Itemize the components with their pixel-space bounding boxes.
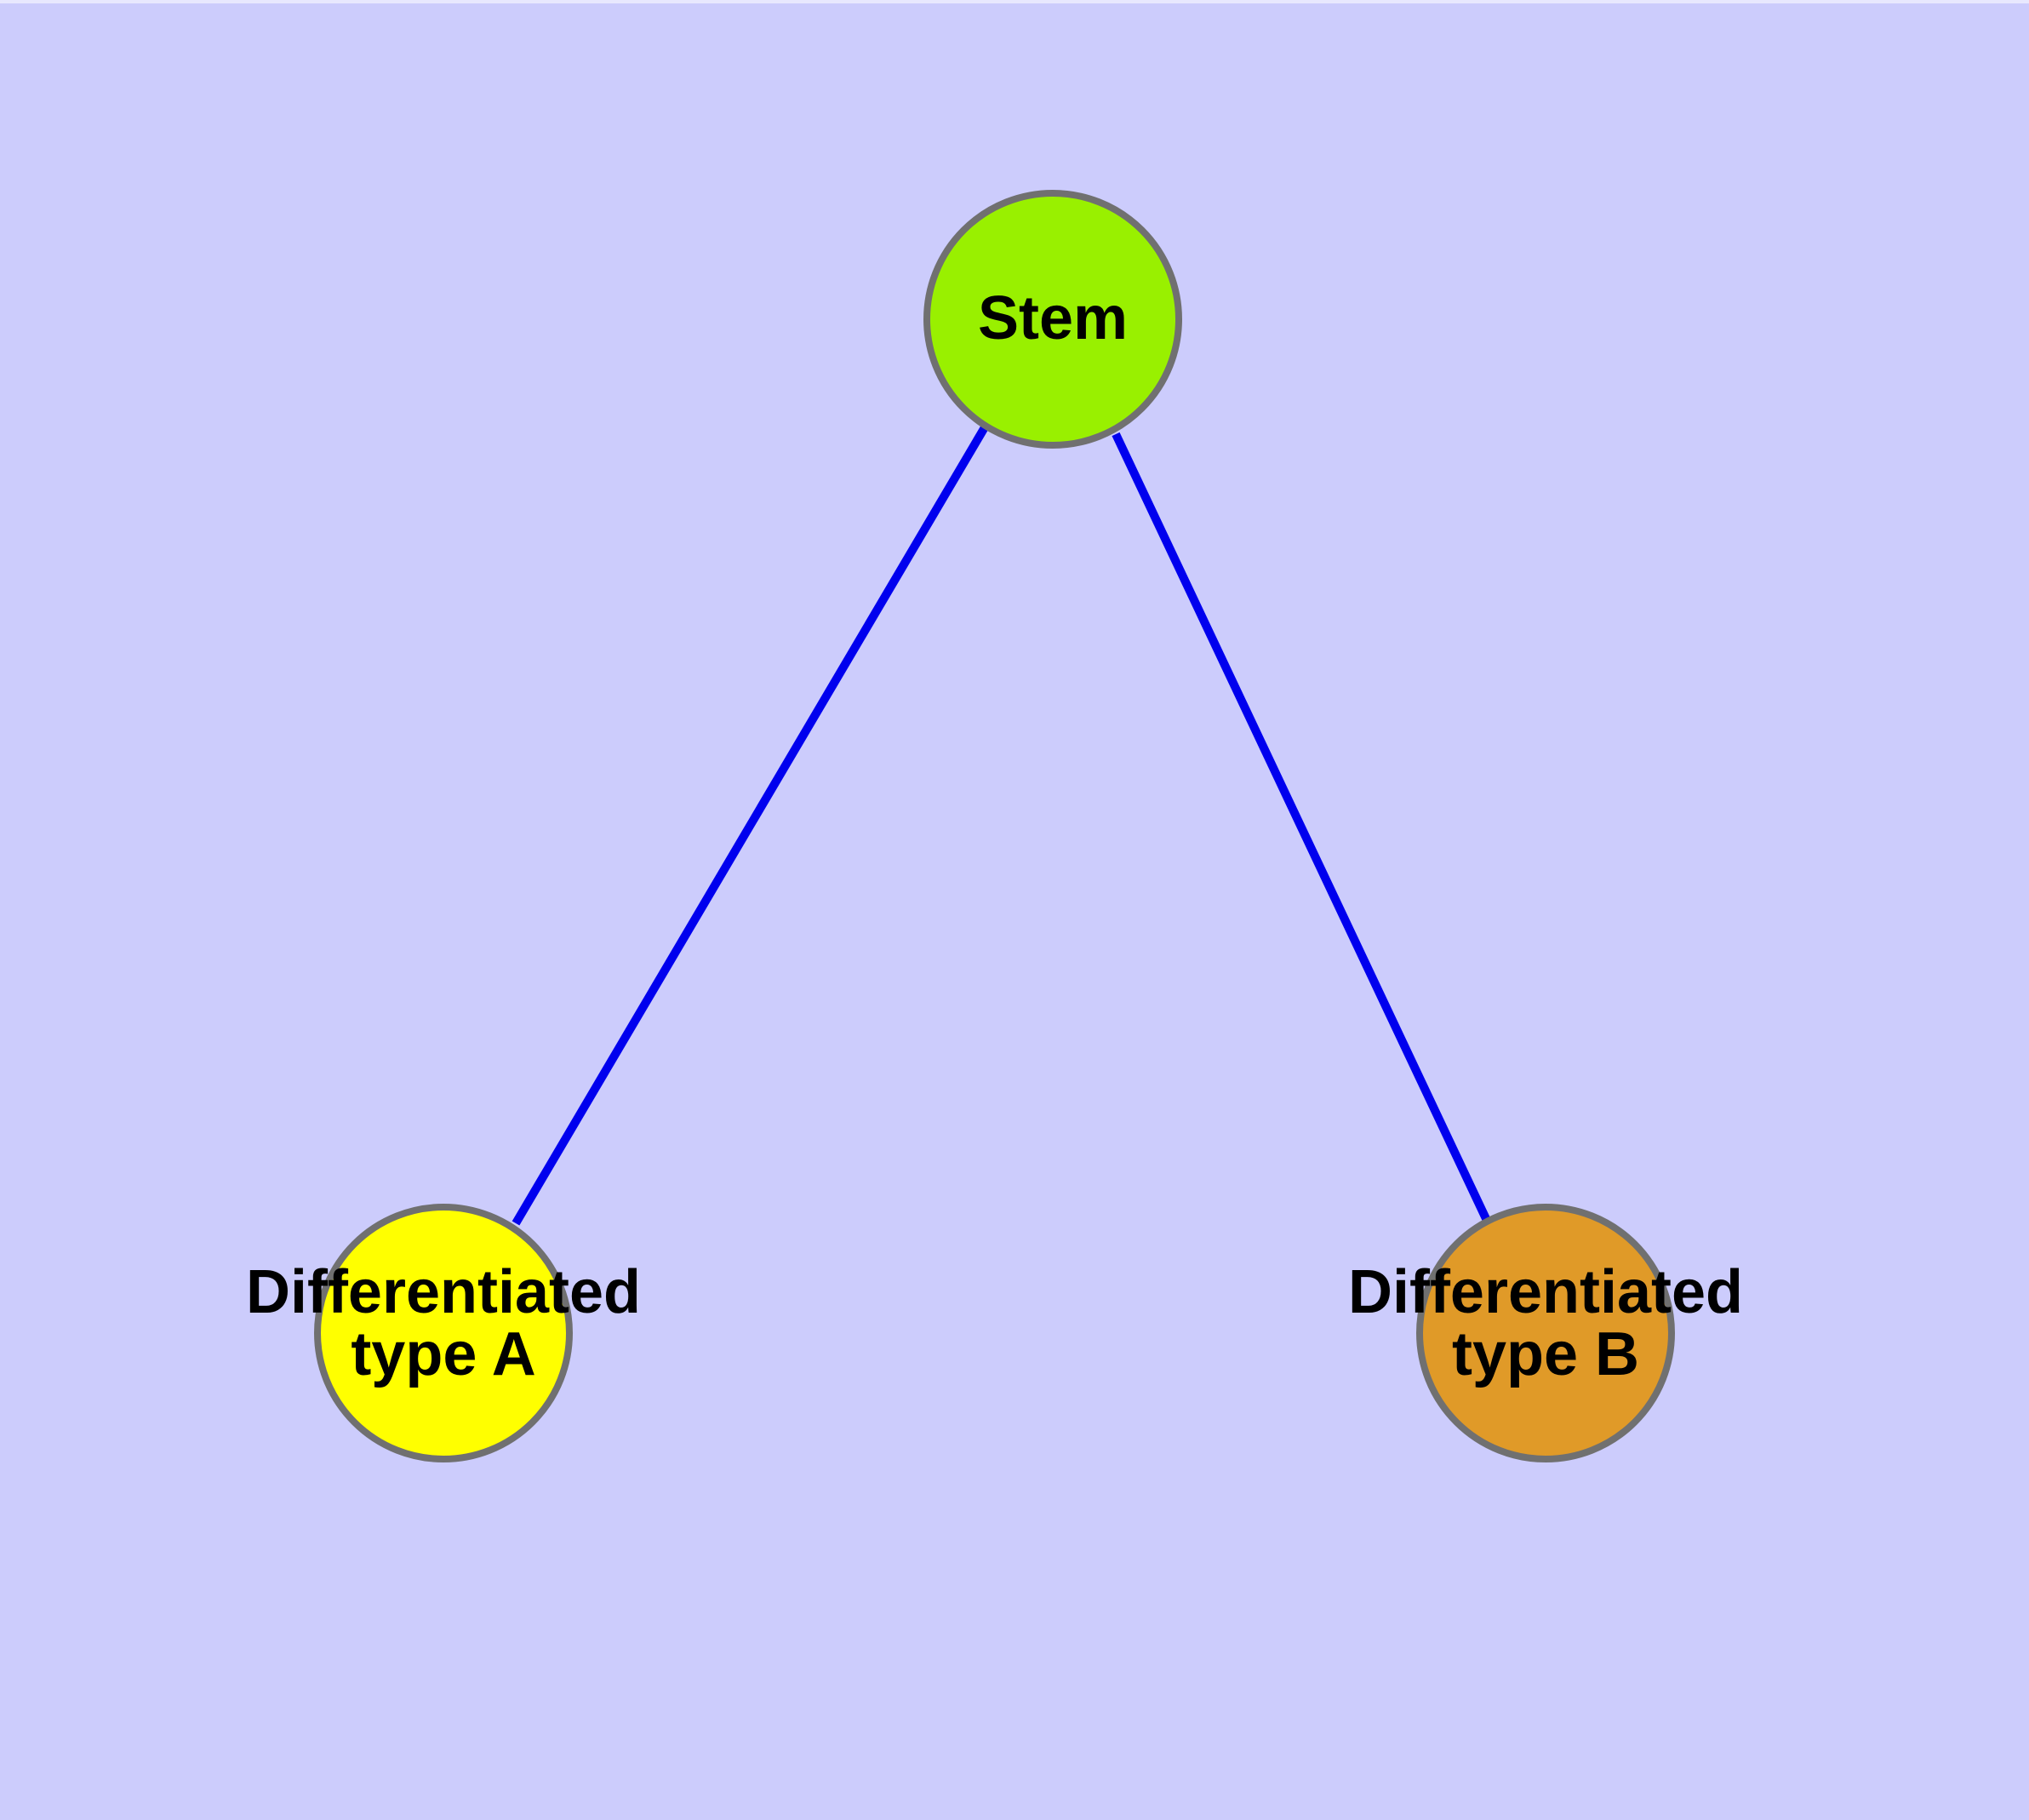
edge-stem-to-differentiated-type-a — [512, 425, 989, 1226]
node-differentiated-type-b[interactable] — [1416, 1204, 1675, 1462]
node-differentiated-type-a[interactable] — [314, 1204, 573, 1462]
edge-stem-to-differentiated-type-b — [1112, 432, 1493, 1227]
node-layer — [314, 190, 1675, 1462]
canvas-top-strip — [0, 0, 2029, 3]
node-stem[interactable] — [923, 190, 1182, 449]
edge-layer — [512, 425, 1493, 1227]
